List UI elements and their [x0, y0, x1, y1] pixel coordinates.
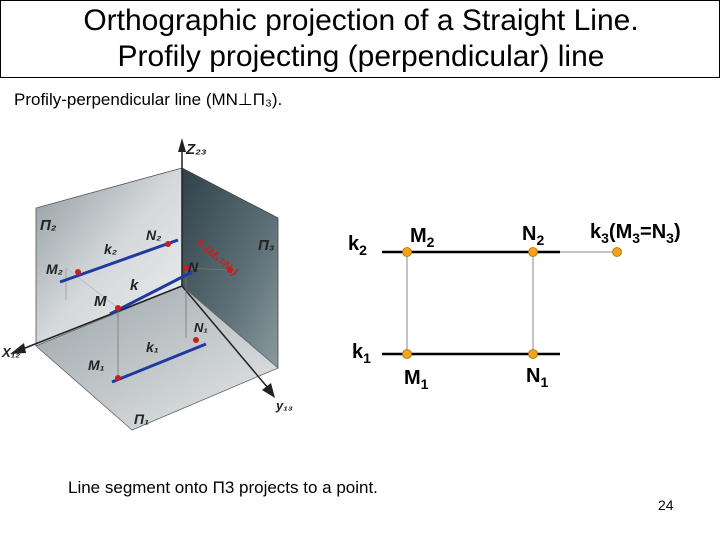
label-m: M	[94, 293, 107, 310]
conn-n-right	[185, 267, 231, 271]
point-n	[183, 265, 189, 271]
subtitle: Profily-perpendicular line (MN⊥П₃).	[14, 90, 283, 109]
label-n2: N₂	[146, 227, 161, 243]
point-m	[115, 305, 121, 311]
label-n1-epure: N1	[526, 365, 548, 390]
conn-m-up	[65, 267, 119, 309]
iso-view: Z₂₃ X₁₂ y₁₃ П₂ П₃ П₁ k₂ N₂ M₂ k₃(M₃=N₃) …	[1, 138, 293, 431]
label-m2-epure: M2	[410, 225, 435, 250]
point-k3-epure	[612, 247, 622, 257]
label-k2: k₂	[104, 241, 117, 257]
title-box: Orthographic projection of a Straight Li…	[0, 0, 720, 78]
point-m1	[115, 375, 121, 381]
point-n2-epure	[528, 247, 538, 257]
label-p3: П₃	[258, 237, 275, 254]
label-k2-epure: k2	[348, 233, 367, 258]
label-n: N	[188, 259, 199, 275]
label-k: k	[130, 277, 139, 294]
label-n2-epure: N2	[522, 223, 544, 248]
axis-y	[181, 285, 269, 389]
label-m1: M₁	[88, 357, 105, 373]
line-k2	[59, 238, 179, 284]
label-k1: k₁	[146, 339, 159, 355]
label-k1-epure: k1	[352, 341, 371, 366]
point-k3	[227, 267, 233, 273]
point-m1-epure	[402, 349, 412, 359]
axis-y-arrow	[262, 383, 275, 398]
page-number: 24	[658, 497, 674, 513]
point-n1-epure	[528, 349, 538, 359]
point-n1	[193, 337, 199, 343]
label-z23: Z₂₃	[185, 141, 207, 158]
label-m1-epure: M1	[404, 367, 429, 392]
epure: k2 M2 N2 k3(M3=N3) k1 M1 N1	[348, 221, 681, 392]
label-n1: N₁	[194, 320, 208, 335]
axis-z-arrow	[178, 138, 186, 152]
label-k3-epure: k3(M3=N3)	[590, 221, 681, 246]
axis-x	[19, 285, 183, 351]
point-m2-epure	[402, 247, 412, 257]
title-line-1: Orthographic projection of a Straight Li…	[83, 4, 639, 37]
title-line-2: Profily projecting (perpendicular) line	[117, 40, 605, 73]
axis-x-arrow	[10, 343, 26, 354]
line-k	[109, 270, 193, 316]
label-m2: M₂	[46, 261, 63, 277]
line-k1	[111, 342, 207, 384]
label-x12: X₁₂	[1, 345, 20, 360]
point-m2	[75, 269, 81, 275]
label-p1: П₁	[134, 411, 149, 427]
footer-caption: Line segment onto П3 projects to a point…	[68, 478, 378, 497]
label-p2: П₂	[40, 217, 57, 234]
point-n2	[165, 241, 171, 247]
label-y13: y₁₃	[275, 398, 293, 413]
